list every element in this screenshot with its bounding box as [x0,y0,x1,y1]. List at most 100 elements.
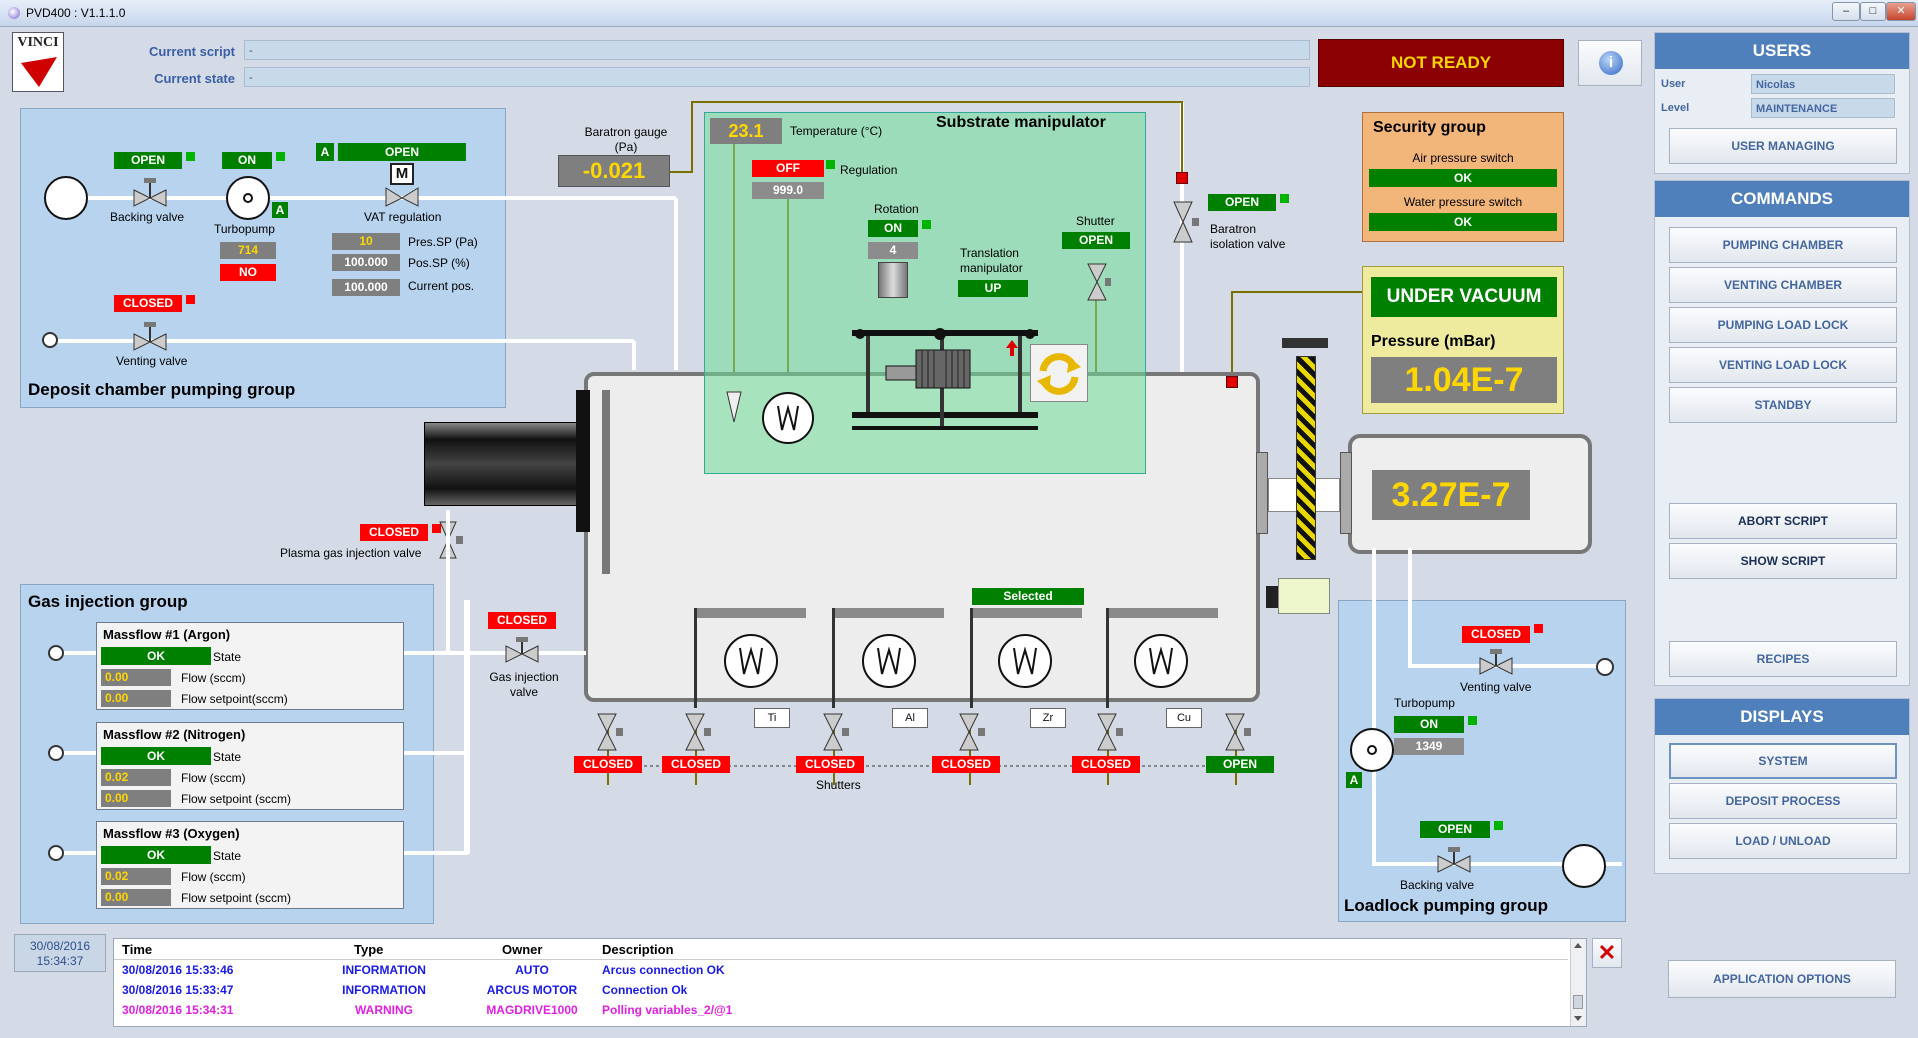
deposit-venting-valve-icon[interactable] [132,320,168,352]
loadlock-turbopump-mode: A [1346,772,1362,788]
info-button[interactable]: i [1578,40,1642,86]
vat-motor-icon[interactable]: M [390,163,414,185]
scroll-thumb[interactable] [1573,995,1583,1009]
loadlock-turbopump-speed: 1349 [1394,738,1464,755]
turbopump-icon[interactable] [226,176,270,220]
gas-injection-valve-icon[interactable] [504,636,540,666]
loadlock-primary-pump-icon[interactable] [1562,844,1606,888]
target-cu-arm [1106,608,1109,708]
shutter-valve-2-icon[interactable] [684,712,714,752]
recipes-button[interactable]: RECIPES [1669,641,1897,677]
under-vacuum-status: UNDER VACUUM [1371,277,1557,317]
gas-injection-group-title: Gas injection group [28,592,188,611]
venting-load-lock-button[interactable]: VENTING LOAD LOCK [1669,347,1897,383]
load-unload-button[interactable]: LOAD / UNLOAD [1669,823,1897,859]
temperature-label: Temperature (°C) [790,124,883,138]
commands-header: COMMANDS [1655,181,1909,217]
clock-date: 30/08/2016 [29,939,91,953]
close-window-button[interactable]: ✕ [1886,2,1916,21]
user-field: Nicolas [1751,74,1895,94]
scroll-up-icon[interactable] [1574,943,1582,948]
user-managing-button[interactable]: USER MANAGING [1669,128,1897,164]
table-row[interactable]: 30/08/2016 15:34:31 WARNING MAGDRIVE1000… [114,1001,1568,1021]
loadlock-door[interactable] [1278,578,1330,614]
massflow-1-setpoint[interactable]: 0.00 [101,690,171,707]
baratron-isolation-valve-icon[interactable] [1172,200,1202,244]
clock-time: 15:34:37 [36,954,84,968]
magnetron-ti-icon[interactable] [724,634,778,688]
massflow-2-setpoint-label: Flow setpoint (sccm) [181,792,292,806]
log-header-type[interactable]: Type [354,942,384,957]
substrate-shutter-valve-icon[interactable] [1086,262,1112,302]
log-header-time[interactable]: Time [122,942,153,957]
maximize-button[interactable]: □ [1860,2,1886,21]
target-ti-shutter [694,608,806,618]
loadlock-turbopump-icon[interactable] [1350,728,1394,772]
vat-valve-icon[interactable] [384,184,420,208]
deposit-pipe-vent [50,339,634,343]
substrate-heater-icon [762,392,814,444]
deposit-process-button[interactable]: DEPOSIT PROCESS [1669,783,1897,819]
shutter-1-state: CLOSED [574,756,642,773]
system-display-button[interactable]: SYSTEM [1669,743,1897,779]
rotation-led [922,220,931,229]
massflow-2-box: Massflow #2 (Nitrogen) OK State 0.02 Flo… [96,722,404,810]
current-script-field: - [244,40,1310,60]
shutter-valve-4-icon[interactable] [958,712,988,752]
log-scrollbar[interactable] [1570,939,1586,1026]
massflow-3-setpoint[interactable]: 0.00 [101,889,171,906]
abort-script-button[interactable]: ABORT SCRIPT [1669,503,1897,539]
turbopump-label: Turbopump [214,222,275,236]
target-ti-label: Ti [754,708,790,728]
pumping-chamber-button[interactable]: PUMPING CHAMBER [1669,227,1897,263]
magnetron-al-icon[interactable] [862,634,916,688]
plasma-valve-state: CLOSED [360,524,428,541]
shutter-3-state: CLOSED [796,756,864,773]
gate-valve-right-flange [1340,452,1352,534]
log-header-owner[interactable]: Owner [502,942,543,957]
pumping-load-lock-button[interactable]: PUMPING LOAD LOCK [1669,307,1897,343]
log-header-description[interactable]: Description [602,942,674,957]
shutter-valve-5-icon[interactable] [1096,712,1126,752]
log-time: 30/08/2016 15:34:31 [122,1003,234,1017]
substrate-manipulator-title: Substrate manipulator [936,114,1106,131]
application-options-button[interactable]: APPLICATION OPTIONS [1668,960,1896,998]
standby-button[interactable]: STANDBY [1669,387,1897,423]
app-icon [8,7,20,19]
vat-mode-badge: A [316,143,334,161]
massflow-3-flow: 0.02 [101,868,171,885]
shutter-valve-1-icon[interactable] [596,712,626,752]
loadlock-venting-led [1534,624,1543,633]
thermocouple-icon [726,391,742,423]
shutter-valve-6-icon[interactable] [1224,712,1254,752]
scroll-down-icon[interactable] [1574,1016,1582,1021]
magnetron-zr-icon[interactable] [998,634,1052,688]
massflow-3-state: OK [101,846,211,864]
transfer-rod-icon[interactable] [1296,356,1316,560]
magnetron-cu-icon[interactable] [1134,634,1188,688]
table-row[interactable]: 30/08/2016 15:33:46 INFORMATION AUTO Arc… [114,961,1568,981]
transfer-rod-handle [1282,338,1328,348]
turbopump-speed: 714 [220,242,276,259]
loadlock-venting-valve-icon[interactable] [1478,648,1514,678]
shutter-valve-3-icon[interactable] [822,712,852,752]
minimize-button[interactable]: – [1832,2,1860,21]
plasma-valve-icon[interactable] [436,520,468,560]
massflow-2-setpoint[interactable]: 0.00 [101,790,171,807]
level-label: Level [1661,102,1690,114]
security-group-panel: Security group Air pressure switch OK Wa… [1362,112,1564,242]
mf2-inlet-pipe [50,751,96,755]
mf3-outlet-pipe [404,851,468,855]
baratron-gauge-value: -0.021 [558,155,670,187]
plasma-source [424,422,582,506]
loadlock-backing-valve-icon[interactable] [1436,846,1472,876]
show-script-button[interactable]: SHOW SCRIPT [1669,543,1897,579]
refresh-button[interactable] [1030,344,1088,402]
target-cu-shutter [1106,608,1218,618]
table-row[interactable]: 30/08/2016 15:33:47 INFORMATION ARCUS MO… [114,981,1568,1001]
primary-pump-icon[interactable] [44,176,88,220]
backing-valve-icon[interactable] [132,176,168,208]
clear-log-button[interactable]: ✕ [1592,938,1622,968]
venting-chamber-button[interactable]: VENTING CHAMBER [1669,267,1897,303]
gas-injection-valve-label-2: valve [509,685,538,699]
